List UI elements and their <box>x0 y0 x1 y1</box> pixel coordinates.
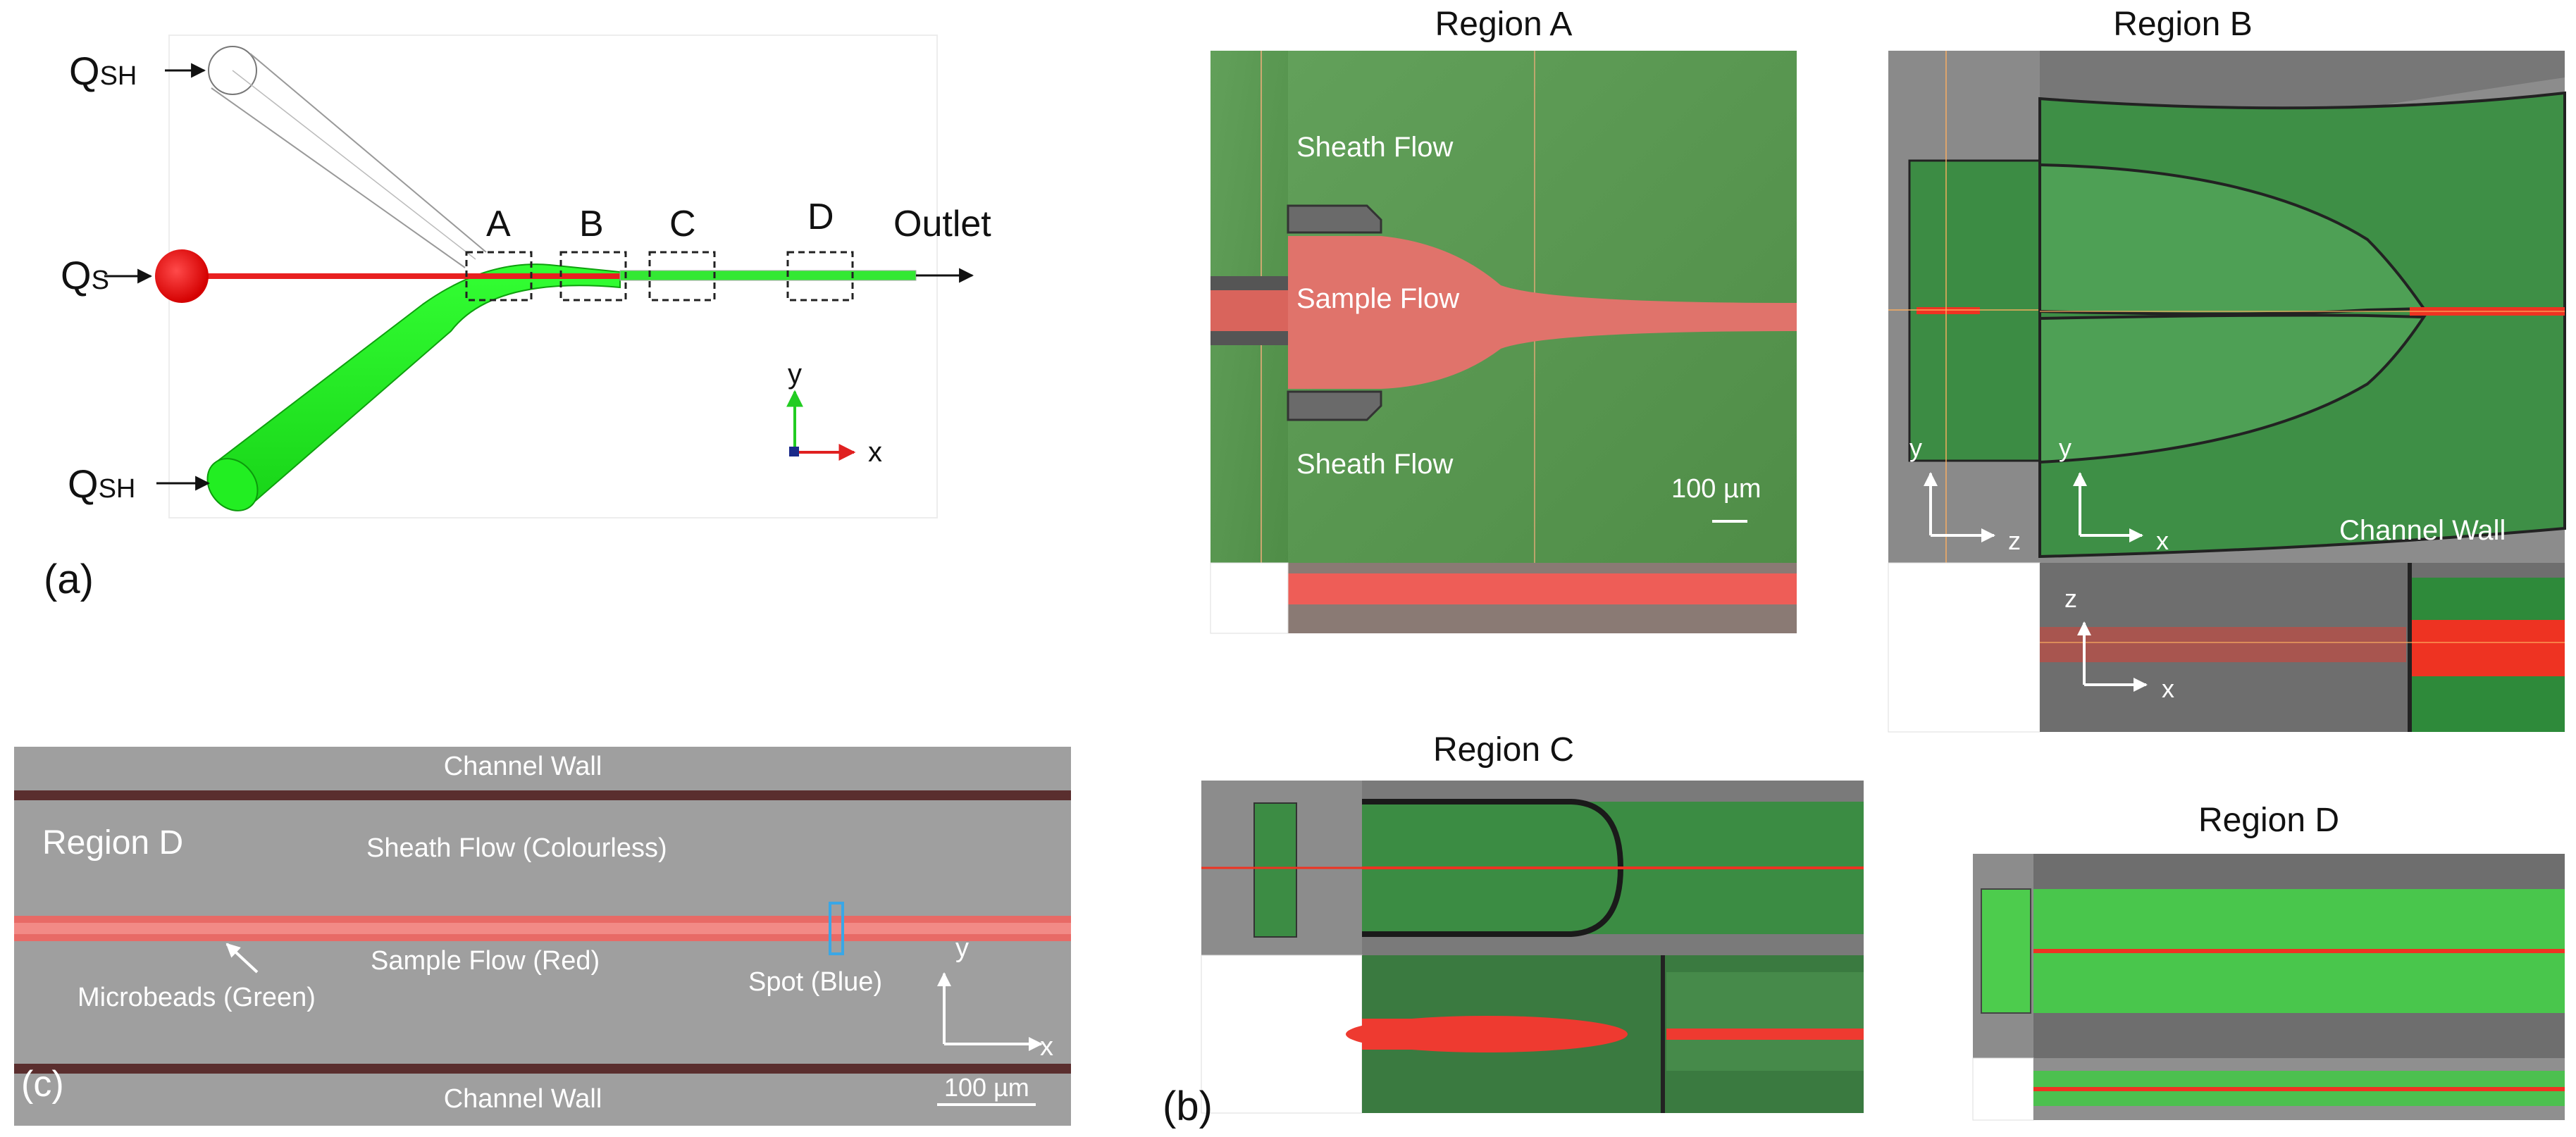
panel-c-beads: Microbeads (Green) <box>78 983 316 1012</box>
top-sheath-inlet-tube <box>208 46 487 268</box>
region-b-axis-y2: y <box>2059 433 2072 462</box>
axes-indicator-a <box>786 390 856 461</box>
blue-spot-marker <box>829 902 844 955</box>
region-b-wall: Channel Wall <box>2339 515 2506 546</box>
region-label-a: A <box>486 204 511 244</box>
region-b-axis-z1: z <box>2008 526 2021 555</box>
region-c-image <box>1201 781 1864 1114</box>
panel-c-sample: Sample Flow (Red) <box>371 946 600 976</box>
panel-c-sheath: Sheath Flow (Colourless) <box>366 833 667 863</box>
region-d-image <box>1972 854 2565 1121</box>
inlet-top-label: QSH <box>69 49 137 93</box>
panel-c-wall-bottom: Channel Wall <box>444 1084 602 1114</box>
region-label-d: D <box>807 197 834 237</box>
region-label-b: B <box>579 204 604 244</box>
region-d-title: Region D <box>2198 802 2339 839</box>
region-b-image <box>1888 51 2566 733</box>
panel-c-axis-x: x <box>1040 1032 1053 1062</box>
region-box-d <box>786 251 854 302</box>
axis-y-label-a: y <box>788 359 802 390</box>
panel-c-region: Region D <box>42 824 183 862</box>
region-b-axis-x2: x <box>2156 526 2169 555</box>
outlet-label: Outlet <box>893 204 991 244</box>
region-a-sheath-top: Sheath Flow <box>1296 132 1453 163</box>
region-c-title: Region C <box>1433 731 1574 769</box>
panel-b-label: (b) <box>1163 1083 1213 1129</box>
region-box-b <box>559 251 627 302</box>
region-b-axis-x3: x <box>2162 674 2174 703</box>
sample-inlet-ball <box>155 249 209 303</box>
region-a-scale: 100 µm <box>1671 474 1761 504</box>
axis-x-label-a: x <box>868 437 882 468</box>
panel-c-wall-top: Channel Wall <box>444 752 602 781</box>
region-b-title: Region B <box>2113 6 2252 43</box>
region-a-title: Region A <box>1435 6 1573 43</box>
panel-c-spot: Spot (Blue) <box>748 967 882 997</box>
panel-c-axis-y: y <box>955 933 969 963</box>
inlet-middle-label: QS <box>61 253 109 297</box>
region-a-sample: Sample Flow <box>1296 283 1459 314</box>
region-a-sheath-bottom: Sheath Flow <box>1296 449 1453 480</box>
inlet-bottom-label: QSH <box>68 461 135 506</box>
panel-c-scale: 100 µm <box>944 1073 1029 1102</box>
main-channel <box>619 270 917 281</box>
panel-a-schematic <box>104 35 974 518</box>
panel-a-label: (a) <box>44 557 94 602</box>
region-box-c <box>648 251 716 302</box>
region-b-axes <box>1924 472 2148 692</box>
bottom-sheath-inlet-tube <box>206 263 621 511</box>
region-label-c: C <box>669 204 696 244</box>
panel-c-microscope-image <box>14 747 1071 1126</box>
region-b-axis-z3: z <box>2064 584 2077 613</box>
region-b-axis-y1: y <box>1909 433 1922 462</box>
region-box-a <box>465 251 533 302</box>
panel-c-label: (c) <box>21 1064 64 1105</box>
region-a-image <box>1210 51 1797 634</box>
